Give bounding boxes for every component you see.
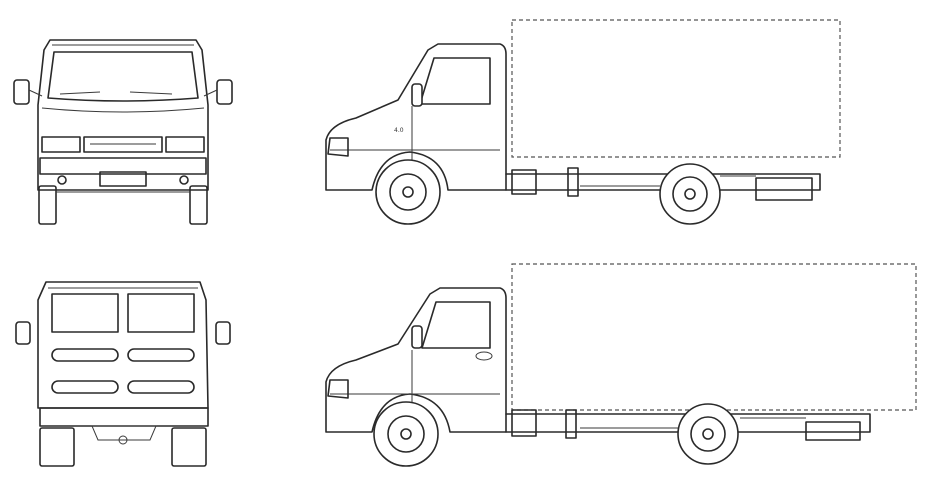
rear-wheel-top: [659, 163, 721, 225]
side-view-bottom: [325, 263, 917, 467]
cab-body-top: [325, 43, 507, 191]
front-left-wheel: [38, 185, 57, 225]
cab-badge-top: 4.0: [394, 127, 404, 134]
rear-window-left: [51, 293, 119, 333]
cargo-box-top: [511, 19, 841, 158]
rear-window-right: [127, 293, 195, 333]
rear-right-wheels: [171, 427, 207, 467]
cargo-box-bottom: [511, 263, 917, 411]
rear-cab-body: [37, 281, 209, 409]
cab-badge-bottom: [475, 351, 493, 361]
front-cab-body: [37, 39, 209, 191]
front-grille: [83, 136, 163, 153]
front-left-mirror: [13, 79, 30, 105]
side-view-top: 4.0: [325, 19, 841, 225]
front-right-wheel: [189, 185, 208, 225]
rear-left-wheels: [39, 427, 75, 467]
front-view: [13, 39, 233, 225]
rear-wheel-bottom: [677, 403, 739, 465]
rear-view: [15, 281, 231, 467]
front-windshield: [47, 51, 199, 102]
front-right-mirror: [216, 79, 233, 105]
front-wheel-bottom: [373, 401, 439, 467]
rear-bumper: [39, 407, 209, 427]
front-right-headlight: [165, 136, 205, 153]
rear-right-mirror: [215, 321, 231, 345]
cab-window-top: [419, 57, 491, 105]
cab-window-bottom: [421, 301, 491, 349]
rear-left-mirror: [15, 321, 31, 345]
front-bumper: [39, 157, 207, 175]
front-wheel-top: [375, 159, 441, 225]
front-left-headlight: [41, 136, 81, 153]
front-license-plate: [99, 171, 147, 187]
